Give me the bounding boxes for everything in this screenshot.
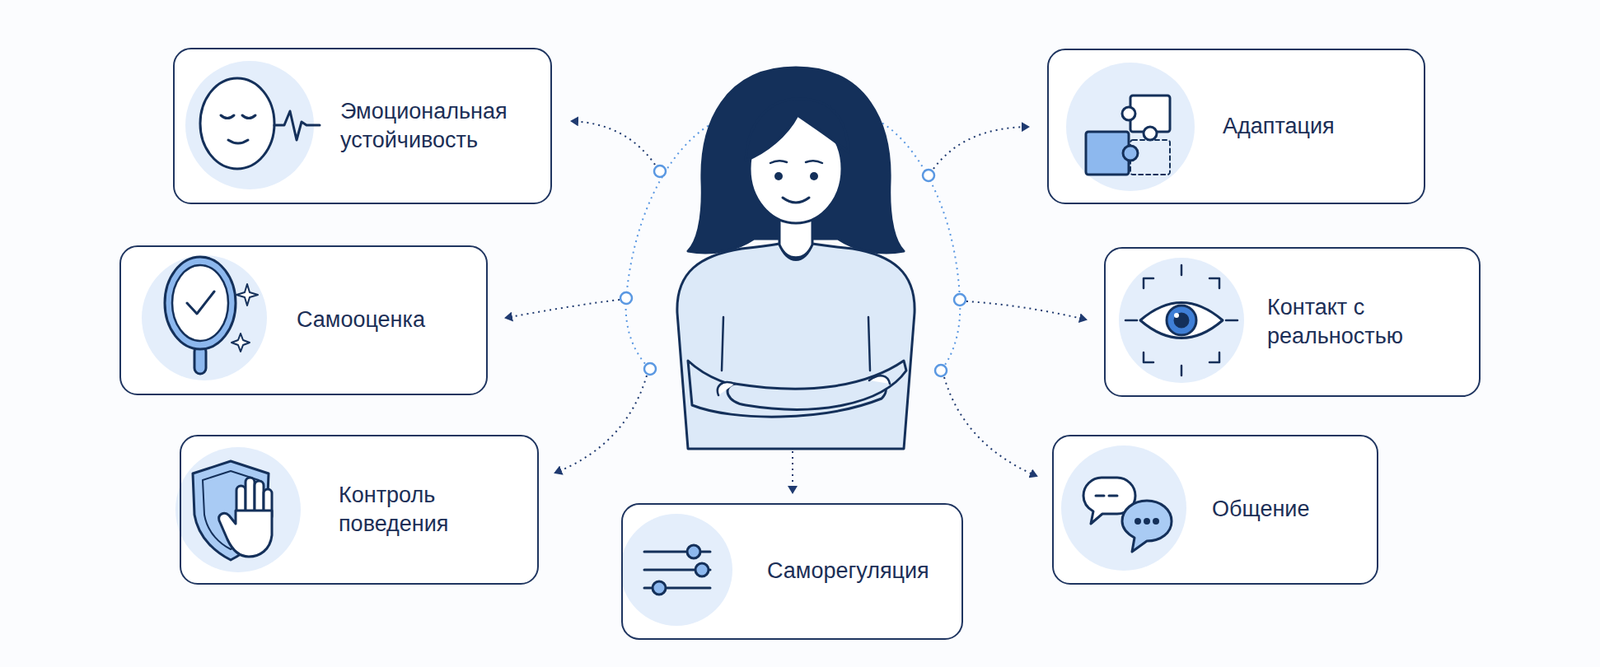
box-ground [621, 503, 964, 641]
sliders-icon [644, 545, 711, 595]
icon-ground [141, 60, 1245, 627]
category-box: Самооценка [119, 245, 488, 396]
box-label: Контроль поведения [338, 481, 508, 539]
box-label: Контакт с реальностью [1267, 293, 1457, 351]
mirror-icon [164, 257, 258, 375]
puzzle-icon [1085, 95, 1170, 175]
category-box: Контроль поведения [179, 435, 539, 585]
shield-hand-icon [192, 461, 272, 561]
box-label: Самооценка [296, 305, 426, 335]
category-box: Саморегуляция [621, 503, 964, 641]
category-box: Эмоциональная устойчивость [173, 47, 553, 205]
woman-figure [677, 67, 915, 450]
box-ground [173, 47, 553, 205]
box-label: Общение [1211, 495, 1310, 524]
category-box: Адаптация [1047, 48, 1426, 205]
box-ground [119, 245, 488, 396]
category-box: Общение [1052, 435, 1379, 585]
box-label: Саморегуляция [767, 556, 930, 586]
calm-face-icon [200, 78, 320, 169]
box-ground [1104, 247, 1481, 398]
speech-bubbles-icon [1083, 477, 1172, 553]
category-box: Контакт с реальностью [1104, 247, 1481, 398]
box-label: Адаптация [1222, 112, 1335, 141]
eye-icon [1125, 265, 1238, 376]
box-ground [1047, 48, 1426, 205]
box-label: Эмоциональная устойчивость [340, 97, 530, 155]
box-ground [1052, 435, 1379, 585]
